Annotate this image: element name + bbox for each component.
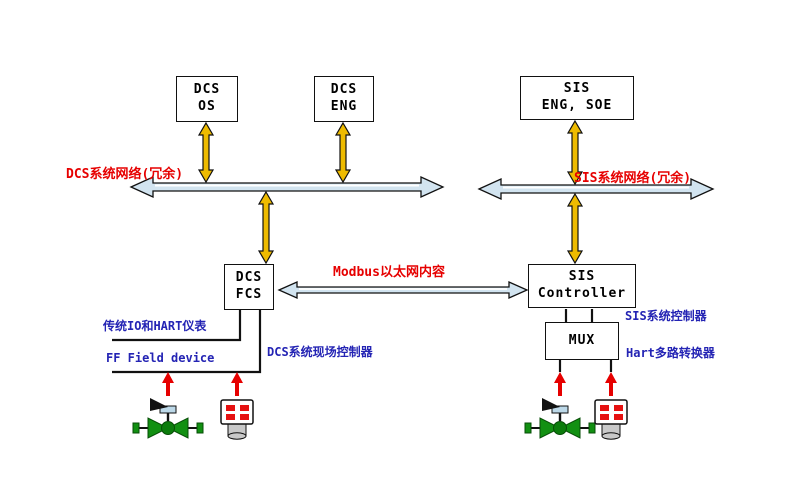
connector-dcs-eng-to-bus (334, 121, 352, 184)
transmitter-icon-right (594, 399, 628, 440)
label-sis-network: SIS系统网络(冗余) (574, 171, 692, 186)
label-sis-system-controller: SIS系统控制器 (625, 309, 707, 323)
sis-network-bus-arrow (477, 177, 715, 201)
mux-box: MUX (545, 322, 619, 360)
dcs-network-bus-arrow (129, 175, 445, 199)
red-up-arrow-left-transmitter (231, 372, 243, 396)
connector-sis-engsoe-to-bus (566, 119, 584, 186)
connector-bus-to-sis-controller (566, 192, 584, 265)
dcs-eng-line2: ENG (330, 99, 358, 114)
mux-label: MUX (568, 332, 596, 348)
label-ff-field-device: FF Field device (106, 351, 215, 365)
dcs-eng-line1: DCS (330, 82, 358, 98)
red-up-arrow-left-valve (162, 372, 174, 396)
sis-engsoe-line2: ENG, SOE (541, 98, 613, 113)
label-legacy-io-hart: 传统IO和HART仪表 (103, 319, 207, 333)
modbus-link-arrow (277, 280, 529, 300)
red-up-arrow-right-transmitter (605, 372, 617, 396)
sis-controller-line1: SIS (568, 269, 596, 285)
dcs-fcs-line2: FCS (235, 287, 263, 302)
valve-icon-right (524, 398, 596, 439)
dcs-fcs-box: DCS FCS (224, 264, 274, 310)
sis-engsoe-box: SIS ENG, SOE (520, 76, 634, 120)
label-modbus-link: Modbus以太网内容 (333, 265, 445, 280)
connector-bus-to-dcs-fcs (257, 190, 275, 265)
wire-fcs-to-legacy-io (112, 310, 242, 342)
dcs-os-box: DCS OS (176, 76, 238, 122)
sis-controller-box: SIS Controller (528, 264, 636, 308)
wire-fcs-to-ff-field (112, 310, 262, 374)
dcs-eng-box: DCS ENG (314, 76, 374, 122)
connector-dcs-os-to-bus (197, 121, 215, 184)
label-hart-multiplexer: Hart多路转换器 (626, 346, 715, 360)
label-dcs-field-controller: DCS系统现场控制器 (267, 345, 373, 359)
sis-controller-line2: Controller (537, 286, 627, 301)
red-up-arrow-right-valve (554, 372, 566, 396)
valve-icon-left (132, 398, 204, 439)
dcs-os-line1: DCS (193, 82, 221, 98)
sis-engsoe-line1: SIS (563, 81, 591, 97)
label-dcs-network: DCS系统网络(冗余) (66, 167, 184, 182)
dcs-os-line2: OS (198, 99, 216, 114)
transmitter-icon-left (220, 399, 254, 440)
dcs-fcs-line1: DCS (235, 270, 263, 286)
